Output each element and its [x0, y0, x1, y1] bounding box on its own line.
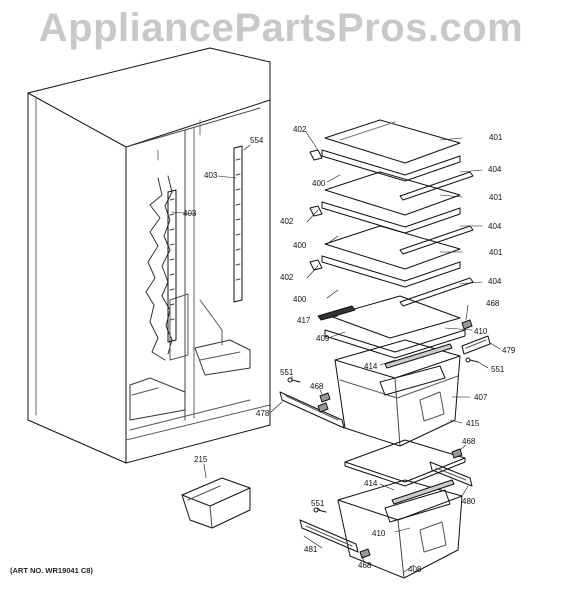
drawer-slide-479 — [461, 335, 491, 355]
bumper-468-b — [317, 392, 331, 413]
callout-410: 410 — [474, 327, 488, 336]
callout-400: 400 — [312, 179, 326, 188]
crisper-cover-lower — [344, 439, 466, 487]
callout-409: 409 — [316, 334, 330, 343]
crisper-divider-upper — [384, 343, 453, 369]
shelf-end-cap-1 — [309, 149, 323, 161]
screw-551-lower — [313, 507, 327, 513]
bumper-468-c — [451, 448, 463, 459]
glass-shelf-2 — [321, 171, 461, 234]
callout-551: 551 — [280, 368, 294, 377]
shelf-trim-2 — [399, 225, 474, 255]
drawer-slide-481 — [299, 519, 359, 553]
callout-408: 408 — [408, 565, 422, 574]
crisper-drawer-lower — [337, 479, 463, 579]
bumper-468-a — [461, 319, 473, 330]
callout-554: 554 — [250, 136, 264, 145]
callout-400: 400 — [293, 241, 307, 250]
shelf-end-cap-2 — [309, 205, 323, 217]
callout-404: 404 — [488, 277, 502, 286]
bumper-468-d — [359, 548, 371, 559]
callout-402: 402 — [280, 217, 294, 226]
callout-401: 401 — [489, 248, 503, 257]
glass-shelf-3 — [321, 225, 461, 288]
callout-415: 415 — [466, 419, 480, 428]
shelf-trim-1 — [399, 171, 474, 201]
callout-404: 404 — [488, 222, 502, 231]
glass-shelf-1 — [321, 119, 461, 182]
callout-215: 215 — [194, 455, 208, 464]
callout-417: 417 — [297, 316, 311, 325]
screw-551-upper — [287, 377, 301, 383]
watermark-text: AppliancePartsPros.com — [38, 6, 524, 50]
callout-468: 468 — [310, 382, 324, 391]
callout-414: 414 — [364, 479, 378, 488]
callout-402: 402 — [293, 125, 307, 134]
callout-468: 468 — [462, 437, 476, 446]
callout-402: 402 — [280, 273, 294, 282]
refrigerator-cabinet — [27, 47, 271, 464]
callout-481: 481 — [304, 545, 318, 554]
callout-403: 403 — [183, 209, 197, 218]
art-number: (ART NO. WR19041 C8) — [10, 566, 93, 575]
drawer-slide-478 — [279, 391, 345, 429]
shelf-rail-left — [167, 189, 177, 343]
callout-551: 551 — [491, 365, 505, 374]
callout-479: 479 — [502, 346, 516, 355]
callout-410: 410 — [372, 529, 386, 538]
egg-tray-215 — [181, 477, 251, 529]
crisper-drawer-upper — [334, 339, 461, 447]
callout-468: 468 — [358, 561, 372, 570]
screw-551-right — [465, 357, 479, 363]
callout-404: 404 — [488, 165, 502, 174]
callout-551: 551 — [311, 499, 325, 508]
crisper-cover-glass — [317, 295, 466, 359]
shelf-rail-right — [233, 145, 243, 303]
callout-480: 480 — [462, 497, 476, 506]
callout-407: 407 — [474, 393, 488, 402]
drawer-slide-480 — [429, 461, 473, 487]
callout-414: 414 — [364, 362, 378, 371]
callout-400: 400 — [293, 295, 307, 304]
callout-401: 401 — [489, 193, 503, 202]
callout-478: 478 — [256, 409, 270, 418]
callout-401: 401 — [489, 133, 503, 142]
shelf-trim-3 — [399, 277, 474, 307]
callout-468: 468 — [486, 299, 500, 308]
callout-403: 403 — [204, 171, 218, 180]
shelf-end-cap-3 — [309, 259, 323, 271]
